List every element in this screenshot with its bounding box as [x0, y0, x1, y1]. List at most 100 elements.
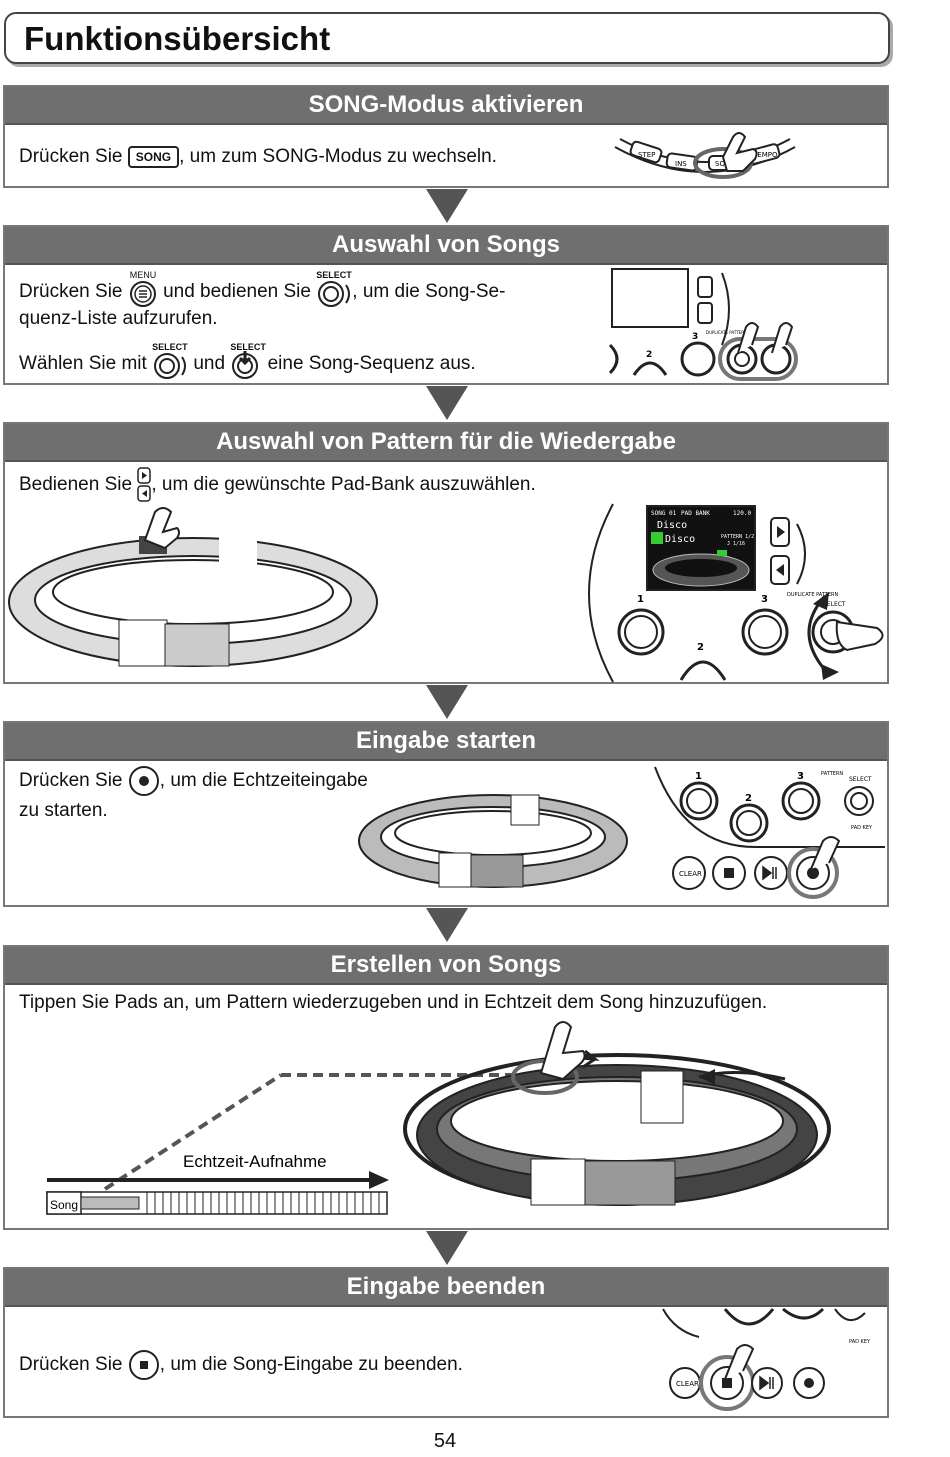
- page-title-box: Funktionsübersicht: [4, 12, 890, 64]
- select-press-icon: SELECT: [230, 342, 266, 379]
- section-song-mode: SONG-Modus aktivieren Drücken Sie SONG, …: [3, 85, 889, 188]
- text-part: Drücken Sie: [19, 770, 123, 792]
- pad-1-label: 1: [695, 771, 702, 782]
- pointing-hand-icon: [143, 507, 180, 550]
- section-title: Erstellen von Songs: [5, 947, 887, 985]
- text-part: und: [193, 353, 226, 375]
- play-pause-icon: [759, 1375, 774, 1391]
- pointing-hand-icon: [810, 836, 841, 870]
- tempo-label: TEMPO: [752, 151, 778, 159]
- text-part: , um die gewünschte Pad-Bank auszuwählen…: [151, 474, 536, 496]
- mode-buttons-illustration: STEP INS SONG TEMPO: [614, 132, 796, 179]
- pad-2-label: 2: [646, 350, 652, 360]
- pointing-hand-icon: [737, 322, 760, 354]
- pad-3-label: 3: [797, 771, 804, 782]
- song-recording-illustration: Echtzeit-Aufnahme Song: [46, 1021, 831, 1215]
- select-label: SELECT: [823, 601, 846, 608]
- flow-arrow-icon: [426, 1231, 468, 1265]
- screen-tempo: 120.0: [733, 510, 751, 517]
- section-title: Auswahl von Songs: [5, 227, 887, 265]
- select-dial-icon: SELECT: [152, 342, 188, 379]
- section-title: SONG-Modus aktivieren: [5, 87, 887, 125]
- flow-arrow-icon: [426, 908, 468, 942]
- pad-3-label: 3: [761, 594, 768, 605]
- pad-1-label: 1: [637, 594, 644, 605]
- screen-name-2: Disco: [665, 534, 695, 545]
- record-icon: [804, 1378, 814, 1388]
- dup-label: DUPLICATE PATTERN: [706, 330, 747, 335]
- pattern-label: PATTERN: [821, 771, 843, 777]
- section-title: Eingabe starten: [5, 723, 887, 761]
- select-dial-icon: SELECT: [316, 270, 352, 307]
- screen-name: Disco: [657, 520, 687, 531]
- section-start-input: Eingabe starten Drücken Sie , um die Ech…: [3, 721, 889, 907]
- step-label: STEP: [638, 151, 655, 159]
- page-number: 54: [433, 1430, 457, 1452]
- text-part: Wählen Sie mit: [19, 353, 147, 375]
- select-label: SELECT: [316, 270, 352, 280]
- instruction-text: Drücken Sie MENU und bedienen Sie SELECT…: [19, 270, 506, 307]
- pointing-hand-icon: [771, 322, 794, 354]
- flow-arrow-icon: [426, 685, 468, 719]
- pointing-hand-icon: [721, 132, 758, 172]
- select-label: SELECT: [230, 342, 266, 352]
- ins-label: INS: [675, 160, 687, 168]
- screen-song-label: SONG 01: [651, 510, 677, 517]
- section-title: Auswahl von Pattern für die Wiedergabe: [5, 424, 887, 462]
- pointing-hand-icon: [724, 1344, 755, 1380]
- select-buttons-illustration: DUPLICATE PATTERN 2 3: [608, 268, 798, 381]
- screen-time: J 1/16: [727, 541, 745, 547]
- pad-ring-illustration: [358, 794, 628, 888]
- clear-label: CLEAR: [676, 1380, 699, 1388]
- stop-icon: [722, 1378, 732, 1388]
- text-part: , um die Song-Eingabe zu beenden.: [159, 1354, 463, 1376]
- padkey-label: PAD KEY: [851, 825, 873, 831]
- section-create-songs: Erstellen von Songs Tippen Sie Pads an, …: [3, 945, 889, 1230]
- flow-arrow-icon: [426, 386, 468, 420]
- text-part: , um die Song-Se-: [352, 281, 506, 303]
- text-part: Drücken Sie: [19, 281, 123, 303]
- song-key-icon: SONG: [127, 145, 180, 168]
- pad-2-label: 2: [697, 642, 704, 653]
- record-button-icon: [128, 765, 160, 797]
- text-part: eine Song-Sequenz aus.: [267, 353, 476, 375]
- play-pause-icon: [762, 865, 777, 881]
- instruction-text: Drücken Sie , um die Echtzeiteingabe: [19, 765, 368, 797]
- pad-3-label: 3: [692, 332, 698, 342]
- instruction-text: Tippen Sie Pads an, um Pattern wiederzug…: [19, 992, 768, 1013]
- song-label: Song: [50, 1198, 78, 1212]
- text-part: und bedienen Sie: [163, 281, 311, 303]
- instruction-text: Drücken Sie , um die Song-Eingabe zu bee…: [19, 1349, 463, 1381]
- select-label: SELECT: [152, 342, 188, 352]
- section-title: Eingabe beenden: [5, 1269, 887, 1307]
- text-part: Bedienen Sie: [19, 474, 133, 496]
- flow-arrow-icon: [426, 189, 468, 223]
- stop-icon: [724, 868, 734, 878]
- section-end-input: Eingabe beenden Drücken Sie , um die Son…: [3, 1267, 889, 1418]
- pad-bank-arrows-icon: [137, 467, 152, 502]
- dup-label: DUPLICATE PATTERN: [787, 592, 838, 598]
- pad-ring-illustration: [8, 507, 378, 667]
- transport-buttons-illustration: 1 2 3 PATTERN SELECT PAD KEY CLEAR: [654, 766, 885, 899]
- menu-button-icon: MENU: [128, 270, 158, 307]
- select-label: SELECT: [849, 776, 872, 783]
- clear-label: CLEAR: [679, 870, 702, 878]
- device-screen-illustration: SONG 01 PAD BANK 120.0 Disco Disco PATTE…: [588, 503, 884, 683]
- text-part: , um zum SONG-Modus zu wechseln.: [179, 146, 497, 167]
- instruction-text: Drücken Sie SONG, um zum SONG-Modus zu w…: [19, 145, 497, 169]
- screen-pattern: PATTERN 1/2: [721, 534, 754, 540]
- pointing-hand-icon: [539, 1021, 586, 1081]
- text-part: Drücken Sie: [19, 1354, 123, 1376]
- instruction-text-line3: Wählen Sie mit SELECT und SELECT eine So…: [19, 342, 476, 379]
- page-title: Funktionsübersicht: [24, 20, 331, 57]
- menu-label: MENU: [129, 270, 157, 280]
- instruction-text-line2: quenz-Liste aufzurufen.: [19, 308, 218, 329]
- instruction-text-line2: zu starten.: [19, 800, 108, 821]
- song-timeline-grid: [146, 1192, 380, 1214]
- record-icon: [807, 867, 819, 879]
- hand-icon: [835, 620, 884, 652]
- stop-button-icon: [128, 1349, 160, 1381]
- record-label: Echtzeit-Aufnahme: [183, 1152, 327, 1171]
- screen-padbank-label: PAD BANK: [681, 510, 710, 517]
- pad-2-label: 2: [745, 793, 752, 804]
